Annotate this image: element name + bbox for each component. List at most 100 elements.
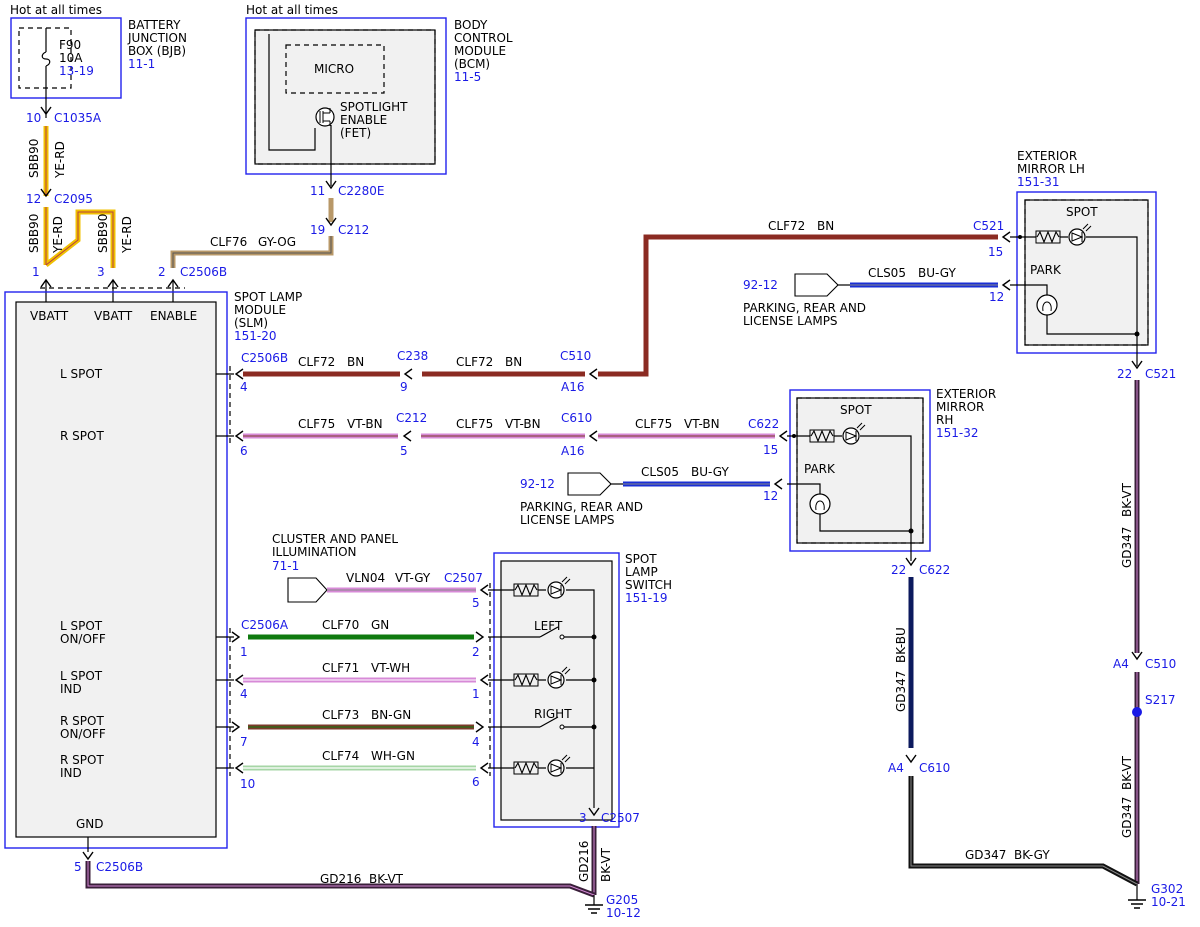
pin-10: 10 [26,111,41,125]
gd347-label-lh-b: GD347 [1120,797,1134,838]
hot-label-bjb: Hot at all times [10,3,102,17]
mirror-rh-page: 151-32 [936,426,979,440]
parking-rh-2: LICENSE LAMPS [520,513,615,527]
bcm-box [254,29,436,165]
bu-gy-label-lh: BU-GY [918,266,956,280]
bk-vt-label-lh-b: BK-VT [1120,755,1134,790]
c238-label: C238 [397,349,428,363]
c610-arrow-a [589,430,598,442]
pin-6-rspot: 6 [240,444,248,458]
mirror-rh-name-2: MIRROR [936,400,984,414]
gd216-label: GD216 [320,872,361,886]
c2506b-label-gnd: C2506B [96,860,143,874]
cluster-name-1: CLUSTER AND PANEL [272,532,398,546]
mirror-rh-park: PARK [804,462,836,476]
pin-10-clf74: 10 [240,777,255,791]
pin-12-rh: 12 [763,489,778,503]
vt-bn-label-b: VT-BN [505,417,541,431]
splice-dot [1018,235,1022,239]
bcm-dashed [254,29,436,165]
c610-arrow-b [905,754,917,763]
clf72-label-a: CLF72 [298,355,335,369]
c510-arrow-b [1131,651,1143,660]
switch-contact-icon [539,716,565,730]
g302-page: 10-21 [1151,895,1186,909]
switch-name-2: LAMP [625,565,658,579]
wh-gn-label: WH-GN [371,749,415,763]
slm-vbatt-2: VBATT [94,309,133,323]
c2280e-label: C2280E [338,184,385,198]
pin-4-clf71: 4 [240,687,248,701]
clf74-label: CLF74 [322,749,359,763]
slm-right-leads [216,373,234,769]
bcm-name-2: CONTROL [454,31,513,45]
mirror-lh-arrow-park [1002,279,1011,291]
pin-1-top: 1 [32,265,40,279]
bn-label-c: BN [817,219,834,233]
bu-gy-label-rh: BU-GY [691,465,729,479]
switch-name-3: SWITCH [625,578,672,592]
mirror-lh-park: PARK [1030,263,1062,277]
c2095-label: C2095 [54,192,93,206]
sw-arrow-4 [475,721,484,733]
ground-icon [1127,899,1147,909]
cls05-label-rh: CLS05 [641,465,679,479]
pin-1-sw: 1 [472,687,480,701]
sw-arrow-6 [480,762,489,774]
fet-label-1: SPOTLIGHT [340,100,408,114]
cluster-page: 71-1 [272,559,299,573]
ye-rd-label-a: YE-RD [53,141,67,179]
pin-a4-c610: A4 [888,761,904,775]
c610-label-b: C610 [919,761,950,775]
c2507-label-top: C2507 [444,571,483,585]
gd347-label-rh: GD347 [894,671,908,712]
slm-rind-2: IND [60,766,82,780]
fet-label-3: (FET) [340,126,371,140]
gn-label: GN [371,618,389,632]
bcm-internal-wire [268,34,332,186]
clf76-label: CLF76 [210,235,247,249]
slm-lspot-arrow [235,368,244,380]
mirror-lh-page: 151-31 [1017,175,1060,189]
slm-rind-1: R SPOT [60,753,104,767]
switch-contact-icon [539,626,565,640]
bjb-name-3: BOX (BJB) [128,44,186,58]
micro-label: MICRO [314,62,354,76]
parking-lamps-connector-rh [567,472,612,496]
pin-22-rh: 22 [891,563,906,577]
fuse-icon [41,51,51,67]
slm-ronoff-1: R SPOT [60,714,104,728]
bcm-name-1: BODY [454,18,488,32]
c212-arrow-r [403,430,412,442]
pin-3-c2507: 3 [579,811,587,825]
mirror-lh-dashed [1024,199,1149,346]
mirror-lh-outline [1016,191,1157,354]
g302-label: G302 [1151,882,1183,896]
vt-bn-label-c: VT-BN [684,417,720,431]
pin-12: 12 [26,192,41,206]
switch-right-label: RIGHT [534,707,572,721]
c521-label-lh: C521 [973,219,1004,233]
slm-lind-2: IND [60,682,82,696]
g205-page: 10-12 [606,906,641,920]
mirror-rh-spot: SPOT [840,403,872,417]
c521-label-down: C521 [1145,367,1176,381]
slm-name-3: (SLM) [234,316,268,330]
slm-lonoff-1: L SPOT [60,619,103,633]
slm-outline [4,291,228,849]
wire-sbb90-y-stripe [45,207,114,268]
mirror-lh-spot: SPOT [1066,205,1098,219]
parking-page-lh: 92-12 [743,278,778,292]
pin-5-sw: 5 [472,596,480,610]
parking-lh-1: PARKING, REAR AND [743,301,866,315]
gd216-label-sw: GD216 [577,841,591,882]
cls05-label-lh: CLS05 [868,266,906,280]
pin-6-sw: 6 [472,775,480,789]
clf75-label-a: CLF75 [298,417,335,431]
mirror-rh-internal [787,435,912,532]
bk-gy-label: BK-GY [1014,848,1050,862]
switch-outline [493,552,620,828]
pin-1-clf70: 1 [240,645,248,659]
clf75-label-b: CLF75 [456,417,493,431]
